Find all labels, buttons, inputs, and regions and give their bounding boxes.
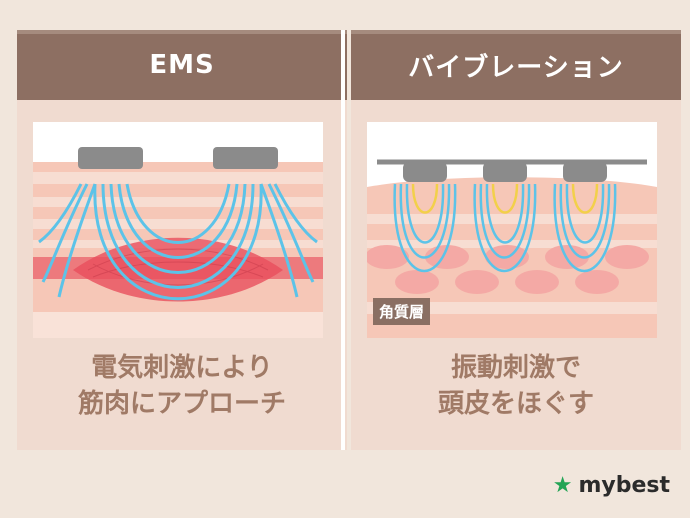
panel-divider xyxy=(341,30,345,450)
ems-diagram xyxy=(33,147,323,338)
device-head xyxy=(403,162,447,182)
current-lines xyxy=(38,183,318,301)
vibration-panel: バイブレーション xyxy=(351,30,681,450)
vibration-waves xyxy=(393,183,617,273)
header-accent-line xyxy=(351,30,681,34)
vibration-title: バイブレーション xyxy=(408,52,624,83)
ems-title: EMS xyxy=(149,50,215,80)
ems-caption-line1: 電気刺激により xyxy=(91,353,273,383)
vibration-header: バイブレーション xyxy=(351,30,681,100)
ems-caption: 電気刺激により 筋肉にアプローチ xyxy=(17,350,347,422)
ems-header: EMS xyxy=(17,30,347,100)
skin-line xyxy=(33,172,323,184)
muscle-fibers xyxy=(87,248,269,286)
device-head xyxy=(563,162,607,182)
skin-line xyxy=(33,197,323,207)
device-head xyxy=(483,162,527,182)
mybest-logo: ★ mybest xyxy=(553,473,670,498)
vibration-caption-line2: 頭皮をほぐす xyxy=(437,389,594,419)
header-accent-line xyxy=(17,30,347,34)
electrode-left xyxy=(78,147,143,169)
star-icon: ★ xyxy=(552,473,573,498)
skin-bottom xyxy=(33,312,323,338)
ems-panel: EMS xyxy=(17,30,347,450)
skin-line xyxy=(33,219,323,229)
vibration-caption-line1: 振動刺激で xyxy=(450,353,581,383)
electrode-right xyxy=(213,147,278,169)
ems-caption-line2: 筋肉にアプローチ xyxy=(77,389,286,419)
skin-lines xyxy=(367,214,657,314)
vibration-caption: 振動刺激で 頭皮をほぐす xyxy=(351,350,681,422)
ems-illustration xyxy=(33,122,323,338)
layer-label: 角質層 xyxy=(373,298,431,325)
vibration-illustration: 角質層 xyxy=(367,122,657,338)
muscle xyxy=(73,237,283,302)
logo-text: mybest xyxy=(578,473,670,498)
